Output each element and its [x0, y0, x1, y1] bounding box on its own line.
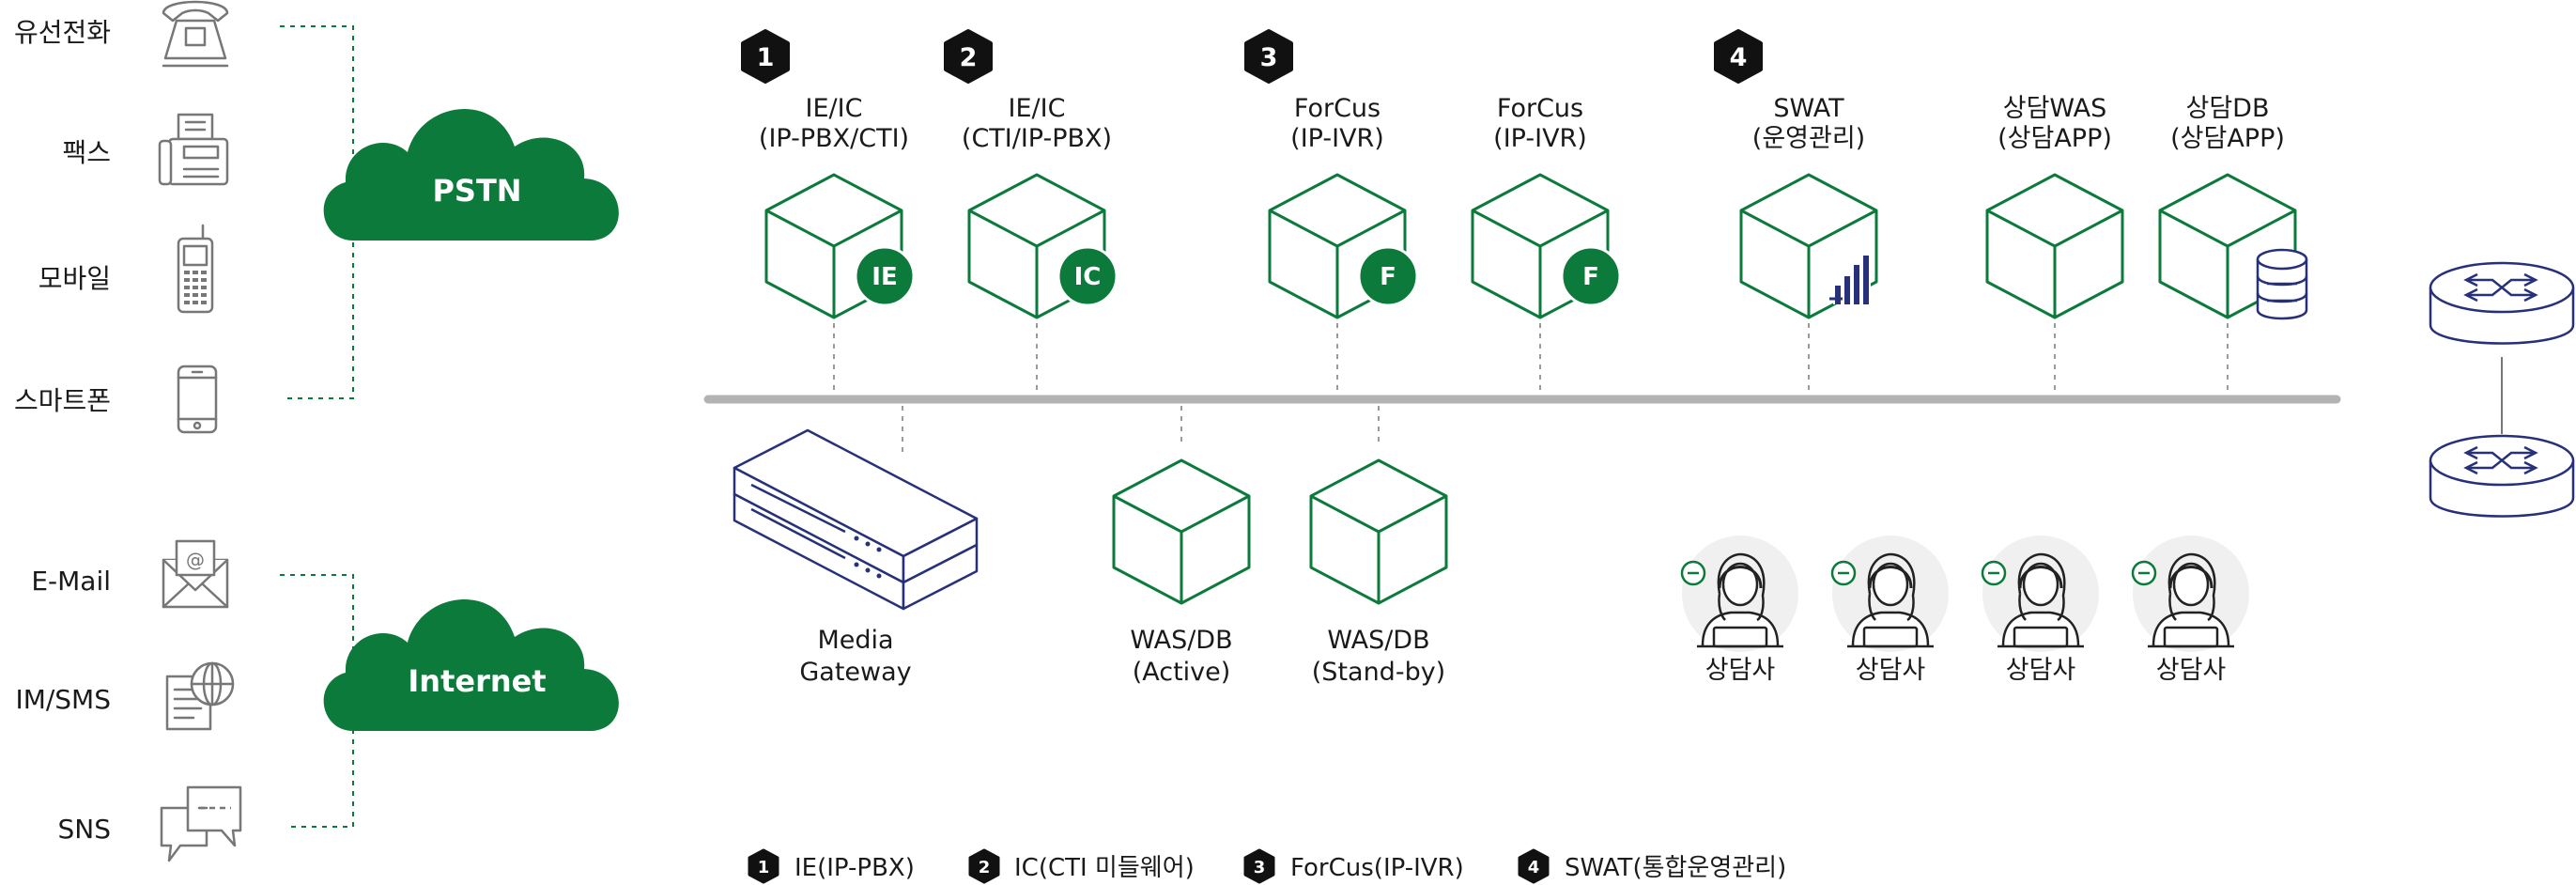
top-node-ie-ic-1: 1 IE/IC (IP-PBX/CTI) IE	[741, 29, 916, 393]
bottom-node-was-db-active: WAS/DB (Active)	[1112, 406, 1251, 687]
media-gateway-icon	[733, 428, 979, 611]
legend-text: IE(IP-PBX)	[794, 854, 915, 882]
internet-channel-group: E-Mail @ IM/SMS SNS	[15, 539, 391, 862]
node-title: WAS/DB	[1130, 626, 1232, 655]
server-cube-icon	[1112, 458, 1251, 605]
svg-text:4: 4	[1528, 858, 1540, 877]
top-node-ie-ic-2: 2 IE/IC (CTI/IP-PBX) IC	[944, 29, 1118, 393]
channel-label-sns: SNS	[58, 814, 112, 845]
node-subtitle: (상담APP)	[2170, 124, 2285, 153]
agent-headset-icon	[1830, 534, 1951, 654]
legend-item: 1 IE(IP-PBX)	[748, 848, 915, 884]
ie-mark-icon: IE	[854, 245, 916, 307]
svg-text:2: 2	[960, 43, 978, 72]
svg-text:2: 2	[979, 858, 991, 877]
channel-label-email: E-Mail	[31, 566, 111, 597]
node-title: IE/IC	[806, 94, 863, 123]
agent-headset-icon	[2131, 534, 2251, 654]
svg-text:1: 1	[757, 43, 775, 72]
svg-text:F: F	[1380, 263, 1396, 291]
node-subtitle: (IP-PBX/CTI)	[759, 124, 909, 153]
badge-4: 4	[1714, 29, 1763, 84]
mobile-phone-icon	[177, 224, 214, 314]
legend-item: 2 IC(CTI 미들웨어)	[968, 848, 1195, 884]
node-title: ForCus	[1497, 94, 1583, 123]
agent-label: 상담사	[1705, 656, 1776, 685]
channel-label-mobile: 모바일	[39, 263, 111, 294]
svg-text:IE: IE	[872, 263, 897, 291]
agent-label: 상담사	[1856, 656, 1926, 685]
channel-label-smartphone: 스마트폰	[14, 385, 111, 416]
top-node-counsel-db: 상담DB (상담APP)	[2158, 94, 2308, 393]
internet-cloud-label: Internet	[408, 663, 546, 699]
top-node-forcus-1: 3 ForCus (IP-IVR) F	[1244, 29, 1419, 393]
agent-label: 상담사	[2006, 656, 2076, 685]
badge-2: 2	[944, 29, 993, 84]
agent-headset-icon	[1680, 534, 1800, 654]
internet-cloud: Internet	[323, 598, 619, 731]
node-subtitle: (Stand-by)	[1312, 658, 1445, 687]
forcus-mark-icon: F	[1560, 245, 1622, 307]
bottom-node-was-db-standby: WAS/DB (Stand-by)	[1309, 406, 1448, 687]
node-title: WAS/DB	[1327, 626, 1429, 655]
pstn-channel-group: 유선전화 팩스 모바일	[14, 0, 391, 434]
node-title: 상담DB	[2186, 94, 2270, 123]
legend: 1 IE(IP-PBX) 2 IC(CTI 미들웨어) 3 ForCus(IP-…	[748, 848, 1786, 884]
agent-group: 상담사 상담사 상담사 상담사	[1680, 534, 2251, 685]
sns-chat-icon	[160, 785, 242, 862]
bottom-node-media-gateway: Media Gateway	[733, 406, 979, 687]
svg-text:IC: IC	[1074, 263, 1102, 291]
database-icon	[2256, 248, 2308, 320]
ic-mark-icon: IC	[1057, 245, 1118, 307]
top-node-swat: 4 SWAT (운영관리)	[1714, 29, 1878, 393]
landline-phone-icon	[162, 0, 229, 68]
router-group	[2429, 261, 2575, 518]
email-icon: @	[162, 539, 229, 609]
pstn-cloud-label: PSTN	[432, 173, 521, 209]
server-cube-icon	[1985, 173, 2124, 319]
node-subtitle: Gateway	[799, 658, 911, 687]
legend-item: 3 ForCus(IP-IVR)	[1243, 848, 1464, 884]
node-subtitle: (Active)	[1133, 658, 1231, 687]
server-cube-icon	[1309, 458, 1448, 605]
node-title: 상담WAS	[2003, 94, 2107, 123]
svg-text:@: @	[186, 549, 205, 571]
channel-label-im-sms: IM/SMS	[15, 684, 111, 715]
agent-label: 상담사	[2156, 656, 2227, 685]
legend-text: IC(CTI 미들웨어)	[1014, 854, 1195, 882]
svg-text:3: 3	[1254, 858, 1266, 877]
router-icon	[2429, 261, 2575, 345]
router-icon	[2429, 434, 2575, 518]
svg-text:F: F	[1582, 263, 1599, 291]
forcus-mark-icon: F	[1357, 245, 1419, 307]
agent-headset-icon	[1981, 534, 2101, 654]
legend-item: 4 SWAT(통합운영관리)	[1518, 848, 1786, 884]
svg-text:4: 4	[1730, 43, 1748, 72]
legend-text: ForCus(IP-IVR)	[1290, 854, 1464, 882]
svg-text:1: 1	[758, 858, 770, 877]
badge-1: 1	[741, 29, 790, 84]
node-title: SWAT	[1773, 94, 1844, 123]
channel-label-fax: 팩스	[62, 137, 111, 168]
node-title: Media	[817, 626, 893, 655]
pstn-cloud: PSTN	[323, 108, 619, 241]
top-node-forcus-2: ForCus (IP-IVR) F	[1471, 94, 1622, 393]
node-subtitle: (상담APP)	[1998, 124, 2112, 153]
im-sms-icon	[165, 661, 235, 731]
node-title: IE/IC	[1009, 94, 1066, 123]
node-subtitle: (CTI/IP-PBX)	[962, 124, 1112, 153]
fax-icon	[158, 113, 229, 186]
node-title: ForCus	[1294, 94, 1381, 123]
badge-3: 3	[1244, 29, 1293, 84]
bar-chart-icon	[1829, 256, 1871, 304]
node-subtitle: (IP-IVR)	[1493, 124, 1587, 153]
channel-label-landline: 유선전화	[14, 17, 111, 48]
svg-text:3: 3	[1260, 43, 1278, 72]
top-node-counsel-was: 상담WAS (상담APP)	[1985, 94, 2124, 393]
legend-text: SWAT(통합운영관리)	[1565, 854, 1786, 882]
smartphone-icon	[177, 365, 218, 434]
node-subtitle: (운영관리)	[1752, 124, 1865, 153]
node-subtitle: (IP-IVR)	[1290, 124, 1384, 153]
